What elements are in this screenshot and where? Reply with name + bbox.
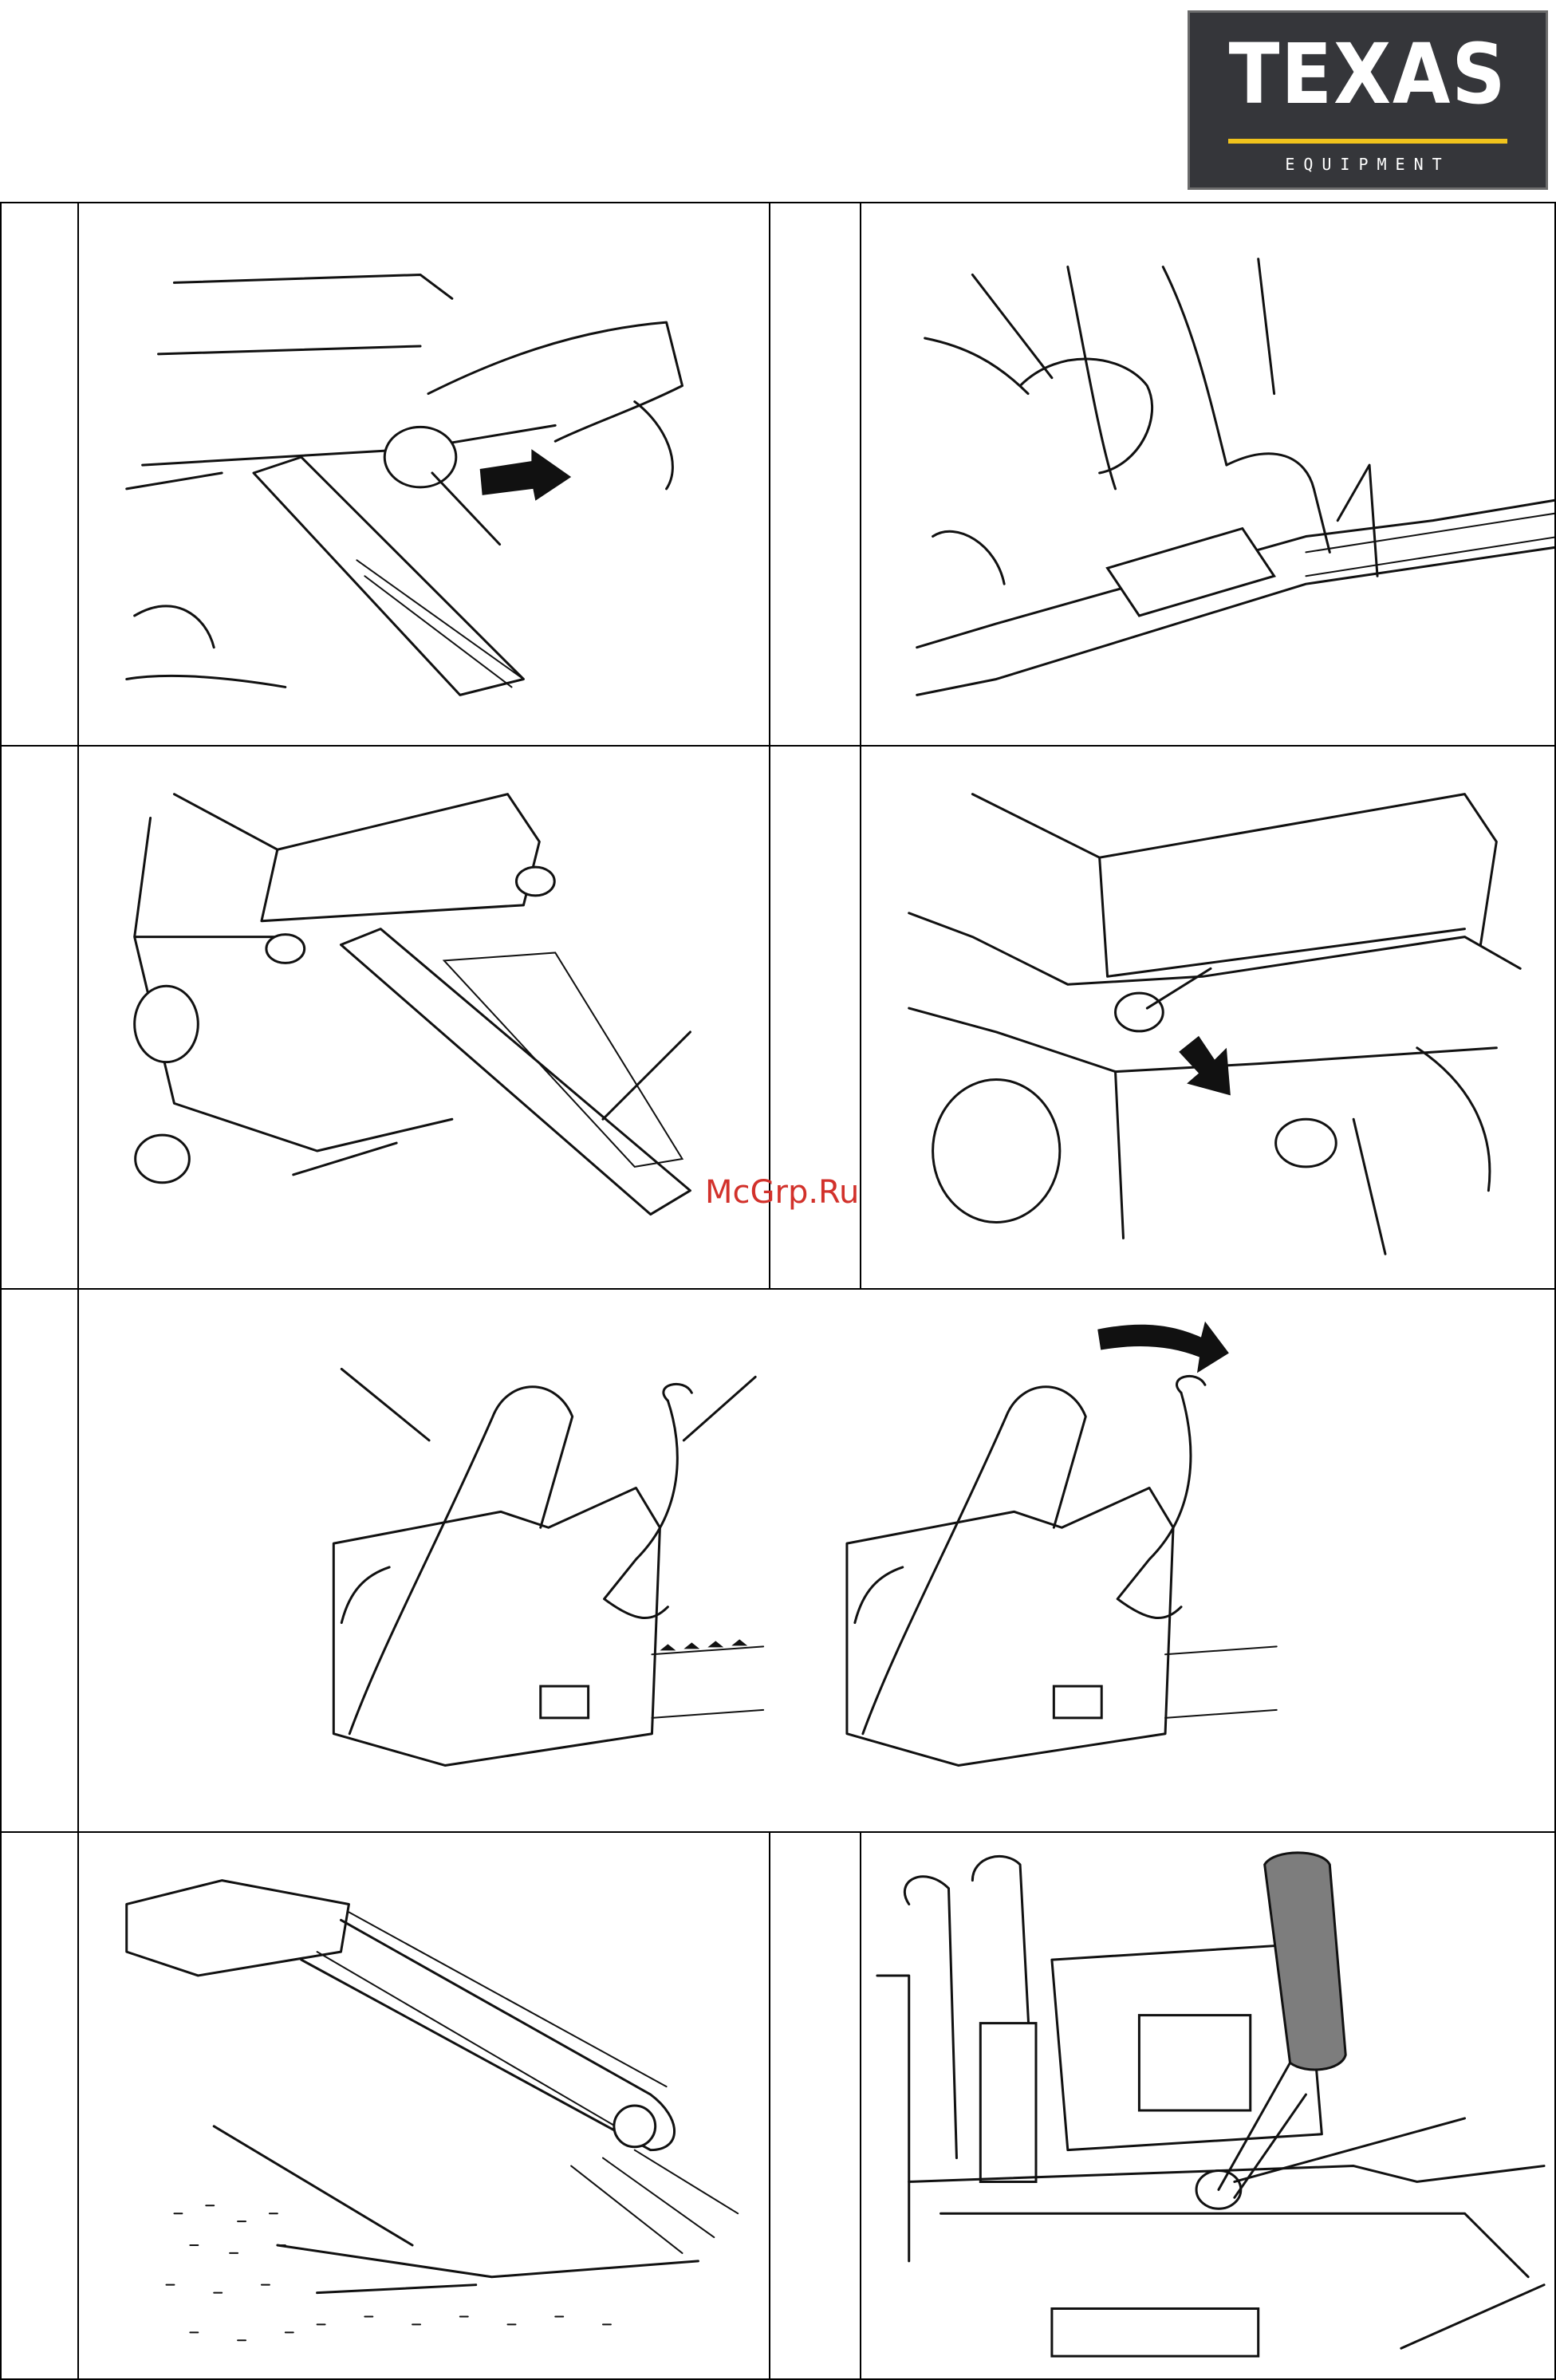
brand-tagline: EQUIPMENT	[1190, 155, 1546, 174]
step-number-cell-5	[0, 1288, 79, 1833]
brand-logo: TEXAS EQUIPMENT	[1188, 10, 1548, 190]
step-number-cell-7	[769, 1831, 861, 2380]
figure-oil-pump-adjustment	[860, 1831, 1556, 2380]
figure-guide-bar-mounting	[77, 745, 770, 1290]
chain-brake-lever-icon	[79, 1290, 1554, 1831]
brand-name: TEXAS	[1207, 30, 1527, 118]
remove-cover-nut-icon	[79, 203, 769, 745]
figure-remove-cover-nut	[77, 202, 770, 747]
watermark-text: McGrp.Ru	[705, 1172, 859, 1213]
step-number-cell-1	[0, 202, 79, 747]
figure-chain-brake-lever	[77, 1288, 1556, 1833]
step-number-cell-6	[0, 1831, 79, 2380]
figure-grid	[0, 202, 1556, 2380]
brand-accent-bar	[1228, 139, 1507, 144]
oil-pump-adjustment-screwdriver-icon	[861, 1833, 1554, 2378]
figure-hand-tensioning-chain	[860, 202, 1556, 747]
tighten-cover-nut-icon	[861, 747, 1554, 1288]
hand-tensioning-chain-icon	[861, 203, 1554, 745]
chain-oil-spray-icon	[79, 1833, 769, 2378]
figure-chain-oil-spray	[77, 1831, 770, 2380]
guide-bar-mounting-icon	[79, 747, 769, 1288]
figure-tighten-cover-nut	[860, 745, 1556, 1290]
step-number-cell-3	[0, 745, 79, 1290]
step-number-cell-2	[769, 202, 861, 747]
